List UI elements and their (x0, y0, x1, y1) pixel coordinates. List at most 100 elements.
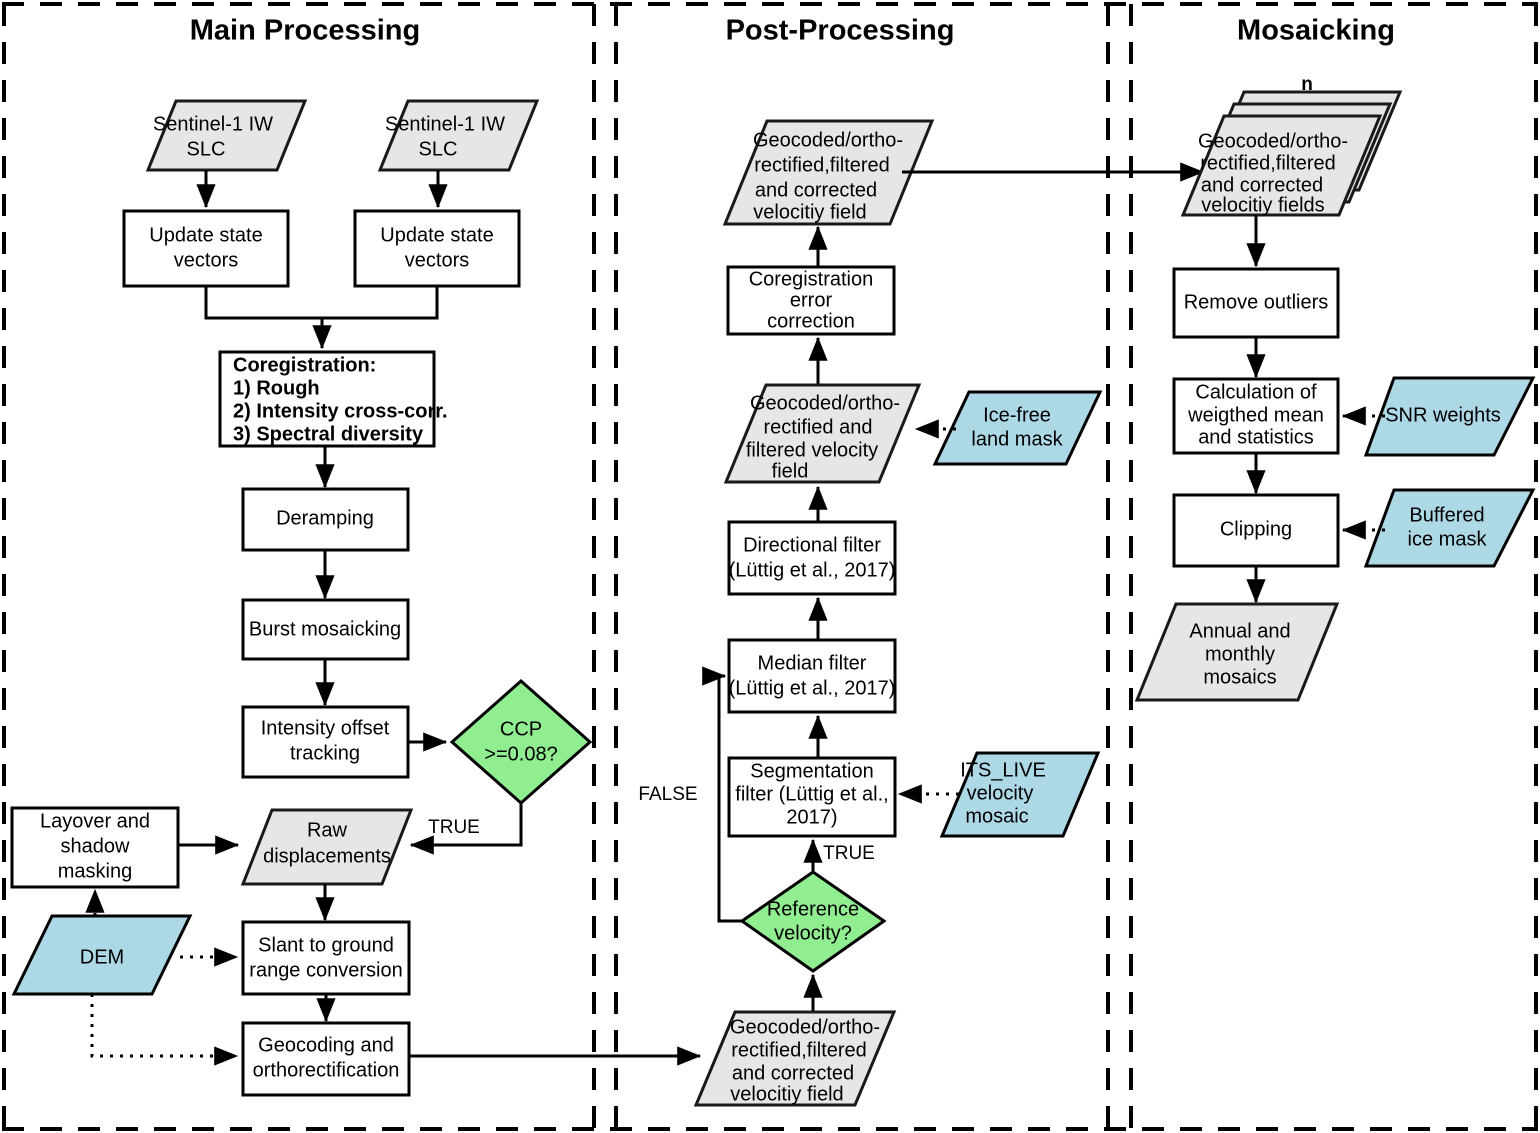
node-label: correction (767, 310, 855, 332)
edge-label-ref-false: FALSE (638, 784, 697, 805)
node-label: velocity (967, 782, 1034, 804)
node-label: Annual and (1189, 620, 1290, 642)
node-label: Coregistration (749, 268, 874, 290)
node-label: Coregistration: (233, 354, 376, 376)
node-label: monthly (1205, 643, 1275, 665)
node-mosaic-input-stack[interactable]: Geocoded/ortho- rectified,filtered and c… (1180, 90, 1403, 217)
node-coregistration-error-correction[interactable]: Coregistration error correction (726, 265, 896, 336)
node-label: and statistics (1198, 426, 1314, 448)
node-buffered-ice-mask[interactable]: Buffered ice mask (1363, 488, 1536, 568)
node-sentinel-slc-right[interactable]: Sentinel-1 IW SLC (377, 99, 540, 172)
node-snr-weights[interactable]: SNR weights (1363, 376, 1536, 457)
column-title-post: Post-Processing (726, 15, 955, 47)
node-remove-outliers[interactable]: Remove outliers (1172, 267, 1340, 339)
node-label: tracking (290, 742, 360, 764)
node-layover-shadow-masking[interactable]: Layover and shadow masking (10, 806, 180, 889)
node-label: and corrected (732, 1062, 854, 1084)
node-label: SLC (187, 138, 226, 160)
node-label: Layover and (40, 810, 150, 832)
node-label: Median filter (758, 652, 867, 674)
node-label: velocitiy field (753, 201, 866, 223)
node-label: mosaic (965, 805, 1028, 827)
node-label: range conversion (249, 959, 402, 981)
edge-refvel-false-to-median (702, 666, 742, 923)
node-label: Geocoded/ortho- (753, 129, 903, 151)
node-segmentation-filter[interactable]: Segmentation filter (Lüttig et al., 2017… (727, 756, 897, 838)
node-label: Deramping (276, 507, 374, 529)
edge-dem-to-geocoding (90, 994, 239, 1066)
node-post-input-velocity-field[interactable]: Geocoded/ortho- rectified,filtered and c… (693, 1010, 897, 1107)
node-label: velocitiy field (730, 1083, 843, 1105)
node-label: Directional filter (743, 534, 881, 556)
column-title-main: Main Processing (190, 15, 420, 47)
node-reference-velocity-decision[interactable]: Reference velocity? (739, 870, 887, 973)
node-update-state-left[interactable]: Update state vectors (122, 209, 290, 288)
node-label: velocitiy fields (1201, 194, 1324, 216)
node-geocoding-orthorectification[interactable]: Geocoding and orthorectification (241, 1021, 411, 1097)
node-label: velocity? (774, 922, 852, 944)
node-filtered-velocity-field[interactable]: Geocoded/ortho- rectified and filtered v… (723, 383, 922, 484)
node-label: Buffered (1409, 504, 1484, 526)
node-ice-free-land-mask[interactable]: Ice-free land mask (932, 390, 1103, 466)
node-coregistration[interactable]: Coregistration: 1) Rough 2) Intensity cr… (218, 350, 448, 448)
node-label: Calculation of (1195, 381, 1317, 403)
node-label: Sentinel-1 IW (385, 113, 505, 135)
node-label: Update state (380, 224, 493, 246)
node-itslive-velocity-mosaic[interactable]: ITS_LIVE velocity mosaic (939, 751, 1101, 838)
node-label: masking (58, 860, 132, 882)
node-label: Remove outliers (1184, 291, 1329, 313)
node-label: filtered velocity (746, 439, 878, 461)
node-label: Clipping (1220, 518, 1292, 540)
node-directional-filter[interactable]: Directional filter (Lüttig et al., 2017) (727, 520, 897, 596)
node-label: Sentinel-1 IW (153, 113, 273, 135)
node-label: Ice-free (983, 404, 1051, 426)
node-label: rectified,filtered (754, 154, 890, 176)
node-label: weigthed mean (1187, 404, 1324, 426)
node-label: >=0.08? (484, 743, 557, 765)
edge-merge-state-vectors (204, 286, 439, 320)
node-label: filter (Lüttig et al., (735, 783, 888, 805)
node-clipping[interactable]: Clipping (1172, 493, 1340, 568)
node-post-output-velocity-field[interactable]: Geocoded/ortho- rectified,filtered and c… (722, 119, 935, 226)
node-label: SNR weights (1385, 404, 1501, 426)
node-label: Burst mosaicking (249, 618, 401, 640)
node-label: shadow (61, 835, 130, 857)
node-label: 1) Rough (233, 377, 320, 399)
edge-label-ref-true: TRUE (823, 843, 875, 864)
stack-count-label: n (1301, 74, 1313, 95)
node-label: mosaics (1203, 666, 1276, 688)
node-label: field (772, 460, 809, 482)
node-label: Geocoding and (258, 1034, 394, 1056)
node-label: orthorectification (253, 1059, 400, 1081)
node-burst-mosaicking[interactable]: Burst mosaicking (241, 598, 410, 661)
node-label: Geocoded/ortho- (730, 1016, 880, 1038)
node-calculation-weighted-mean[interactable]: Calculation of weigthed mean and statist… (1172, 377, 1340, 455)
node-update-state-right[interactable]: Update state vectors (353, 209, 521, 288)
node-label: rectified and (764, 416, 873, 438)
node-label: Geocoded/ortho- (750, 392, 900, 414)
node-intensity-offset-tracking[interactable]: Intensity offset tracking (241, 705, 410, 779)
node-ccp-decision[interactable]: CCP >=0.08? (449, 678, 593, 806)
node-label: Segmentation (750, 760, 873, 782)
node-label: ITS_LIVE (960, 759, 1046, 781)
node-raw-displacements[interactable]: Raw displacements (240, 808, 414, 886)
node-label: ice mask (1408, 528, 1488, 550)
node-label: (Lüttig et al., 2017) (729, 677, 896, 699)
node-label: rectified,filtered (731, 1039, 867, 1061)
node-sentinel-slc-left[interactable]: Sentinel-1 IW SLC (145, 99, 308, 172)
node-label: error (790, 289, 833, 311)
node-annual-monthly-mosaics[interactable]: Annual and monthly mosaics (1134, 602, 1340, 702)
node-label: DEM (80, 946, 124, 968)
node-label: Intensity offset (261, 717, 390, 739)
node-deramping[interactable]: Deramping (241, 487, 410, 552)
node-label: Reference (767, 898, 859, 920)
node-label: vectors (174, 249, 238, 271)
node-dem[interactable]: DEM (11, 914, 193, 996)
node-label: displacements (263, 845, 391, 867)
edge-ccp-true-to-raw (409, 803, 523, 855)
node-label: and corrected (1201, 174, 1323, 196)
node-median-filter[interactable]: Median filter (Lüttig et al., 2017) (727, 638, 897, 714)
node-slant-to-ground-range[interactable]: Slant to ground range conversion (241, 920, 411, 996)
